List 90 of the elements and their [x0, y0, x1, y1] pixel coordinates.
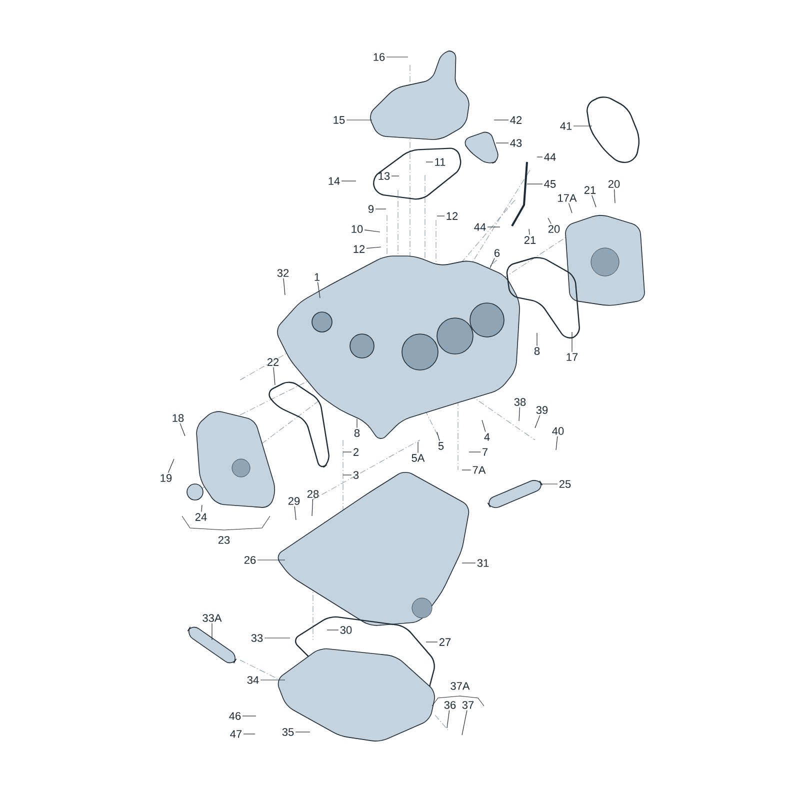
leader-line — [528, 228, 530, 236]
callout-number: 37A — [450, 682, 470, 690]
callout-number: 4 — [484, 433, 490, 441]
leader-line — [487, 226, 500, 228]
callout-number: 34 — [247, 676, 259, 684]
callout-number: 42 — [510, 116, 522, 124]
callout-number: 17 — [566, 353, 578, 361]
callout-number: 25 — [559, 480, 571, 488]
callout-number: 43 — [510, 139, 522, 147]
callout-number: 13 — [378, 172, 390, 180]
callout-number: 20 — [608, 180, 620, 188]
leader-line — [482, 420, 486, 432]
leader-line — [312, 499, 314, 516]
callout-number: 35 — [282, 728, 294, 736]
callout-number: 28 — [307, 490, 319, 498]
leader-line — [341, 180, 356, 182]
callout-number: 18 — [172, 414, 184, 422]
callout-number: 26 — [244, 556, 256, 564]
callout-number: 20 — [548, 225, 560, 233]
callout-number: 15 — [334, 116, 345, 124]
callout-number: 2 — [354, 448, 359, 456]
leader-line — [536, 332, 538, 346]
callout-number: 29 — [288, 497, 300, 505]
callout-number: 33A — [202, 614, 222, 622]
leader-line — [375, 208, 386, 210]
leader-line — [548, 218, 552, 224]
leader-line — [556, 436, 558, 450]
leader-line — [342, 474, 352, 476]
leader-line — [356, 418, 358, 428]
callout-number: 23 — [218, 536, 230, 544]
leader-line — [364, 230, 380, 232]
leader-line — [273, 366, 276, 386]
callout-number: 44 — [474, 223, 486, 231]
callout-number: 32 — [277, 269, 289, 277]
callout-number: 1 — [314, 273, 320, 281]
callout-number: 8 — [534, 347, 540, 355]
callout-number: 22 — [267, 358, 279, 366]
leader-line — [436, 432, 440, 442]
leader-line — [462, 562, 476, 564]
callout-number: 36 — [444, 701, 456, 709]
callout-number: 8 — [354, 429, 360, 437]
callout-number: 7 — [482, 448, 488, 456]
leader-line — [168, 458, 174, 473]
callout-number: 38 — [514, 398, 526, 406]
callout-number: 11 — [435, 158, 446, 166]
callout-number: 17A — [558, 194, 577, 202]
callout-number: 27 — [439, 638, 451, 646]
leader-line — [446, 710, 450, 728]
callout-number: 33 — [251, 634, 263, 642]
callout-number: 46 — [229, 712, 241, 720]
leader-line — [496, 142, 509, 144]
callout-number: 10 — [352, 225, 363, 233]
callout-number: 21 — [584, 186, 596, 194]
callout-number: 3 — [353, 471, 359, 479]
callout-number: 37 — [462, 701, 474, 709]
callout-number: 9 — [368, 205, 374, 213]
leader-line — [534, 415, 540, 428]
leader-line — [568, 202, 572, 214]
callout-number: 40 — [552, 427, 564, 435]
callout-number: 21 — [524, 236, 536, 244]
callout-number: 30 — [340, 626, 352, 634]
callout-number: 14 — [328, 177, 340, 185]
leader-line — [490, 258, 495, 268]
callout-number: 7A — [472, 466, 486, 474]
leader-line — [386, 56, 408, 58]
callout-number: 12 — [446, 212, 458, 220]
callout-number: 5A — [412, 454, 425, 462]
leader-line — [201, 504, 202, 512]
leader-line — [614, 189, 616, 204]
leader-line — [366, 246, 382, 249]
leader-line — [180, 423, 186, 436]
callout-number: 41 — [560, 122, 572, 130]
leader-line — [317, 282, 320, 298]
callout-number: 39 — [536, 406, 548, 414]
callout-number: 19 — [160, 474, 172, 482]
leader-line — [294, 506, 296, 520]
callout-number: 45 — [544, 180, 556, 188]
callout-number: 12 — [354, 245, 365, 253]
callout-number: 24 — [195, 513, 207, 521]
callout-number: 6 — [494, 249, 500, 257]
callout-number: 44 — [544, 153, 556, 161]
callout-number: 5 — [438, 442, 444, 450]
callout-number: 47 — [230, 730, 242, 738]
leader-line — [462, 710, 468, 736]
leader-line — [518, 407, 520, 422]
leader-line — [536, 156, 543, 158]
callout-number: 16 — [374, 53, 385, 61]
callout-number: 31 — [477, 559, 489, 567]
leader-line — [283, 278, 286, 296]
leader-line — [592, 194, 596, 208]
